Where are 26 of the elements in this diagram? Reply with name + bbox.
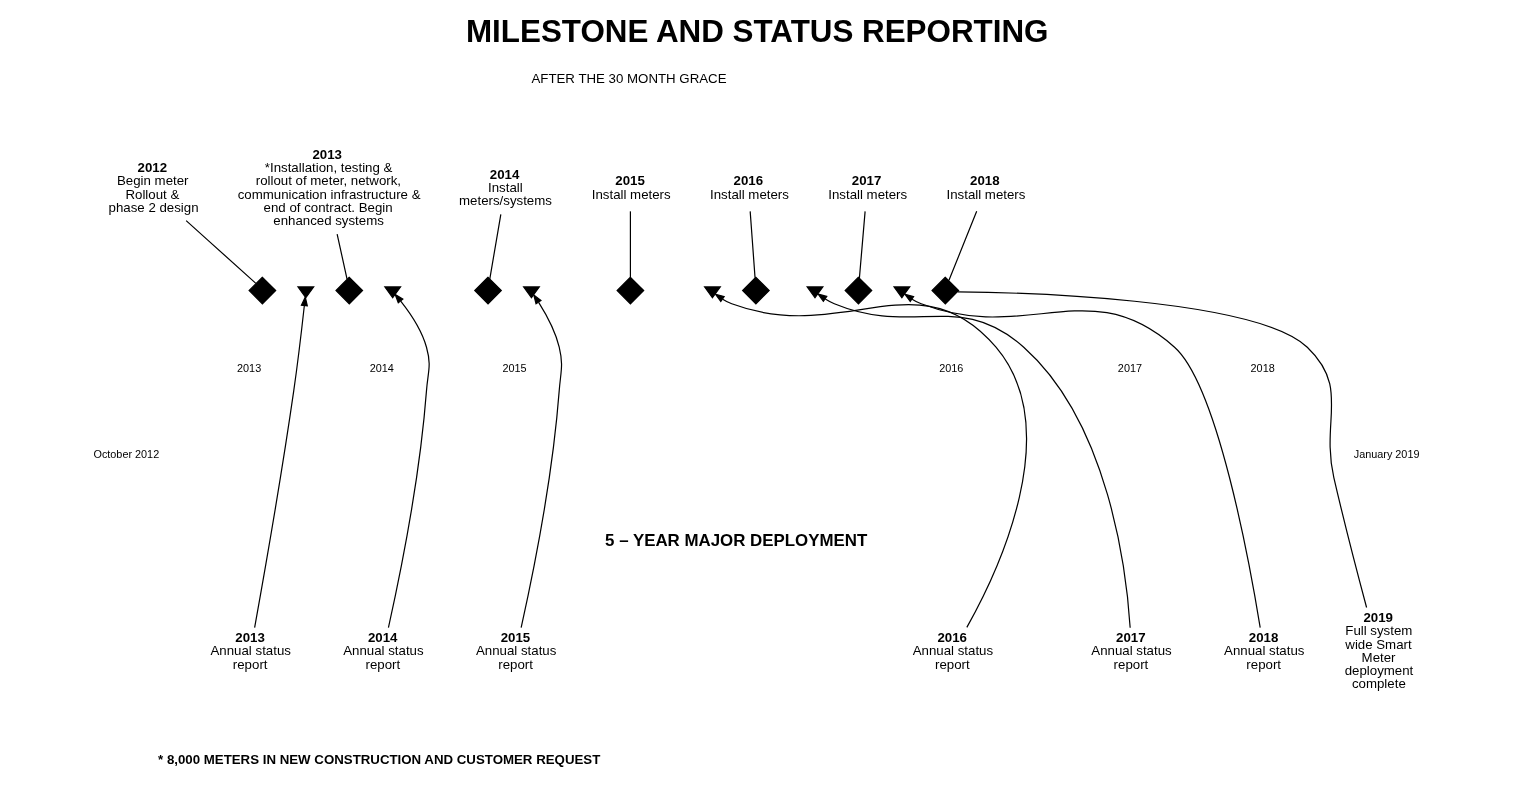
- node-text: 2014 Install meters/systems: [459, 166, 552, 209]
- label: 2018: [1250, 361, 1275, 374]
- node-text: 2017 Annual status report: [1091, 629, 1172, 672]
- node-text: 2013 *Installation, testing & rollout of meter, network, communication infrastructure & end of contract. Begin enhanced systems: [237, 146, 421, 229]
- label: 2014: [369, 361, 394, 374]
- label: January 2019: [1353, 448, 1420, 461]
- label: 5 – YEAR MAJOR DEPLOYMENT: [605, 530, 868, 550]
- node-text: 2015 Annual status report: [475, 629, 557, 672]
- label: 2013: [237, 361, 262, 374]
- node-text: 2019 Full system wide Smart Meter deployment complete: [1344, 610, 1414, 692]
- label: * 8,000 METERS IN NEW CONSTRUCTION AND CUSTOMER REQUEST: [158, 752, 601, 768]
- node-text: 2018 Install meters: [946, 173, 1026, 202]
- node-text: 2015 Install meters: [591, 173, 671, 202]
- node-text: 2017 Install meters: [828, 173, 908, 202]
- node-text: 2016 Annual status report: [912, 629, 994, 672]
- label: 2017: [1117, 361, 1142, 374]
- label: AFTER THE 30 MONTH GRACE: [531, 70, 727, 86]
- label: 2016: [939, 361, 964, 374]
- node-text: 2016 Install meters: [710, 173, 789, 202]
- node-text: 2014 Annual status report: [343, 629, 424, 672]
- label: October 2012: [93, 448, 160, 461]
- node-text: 2018 Annual status report: [1224, 629, 1305, 672]
- label: 2015: [502, 361, 527, 374]
- node-text: 2012 Begin meter Rollout & phase 2 design: [108, 160, 199, 215]
- node-text: 2013 Annual status report: [210, 629, 291, 672]
- diagram-title: MILESTONE AND STATUS REPORTING: [466, 13, 1049, 49]
